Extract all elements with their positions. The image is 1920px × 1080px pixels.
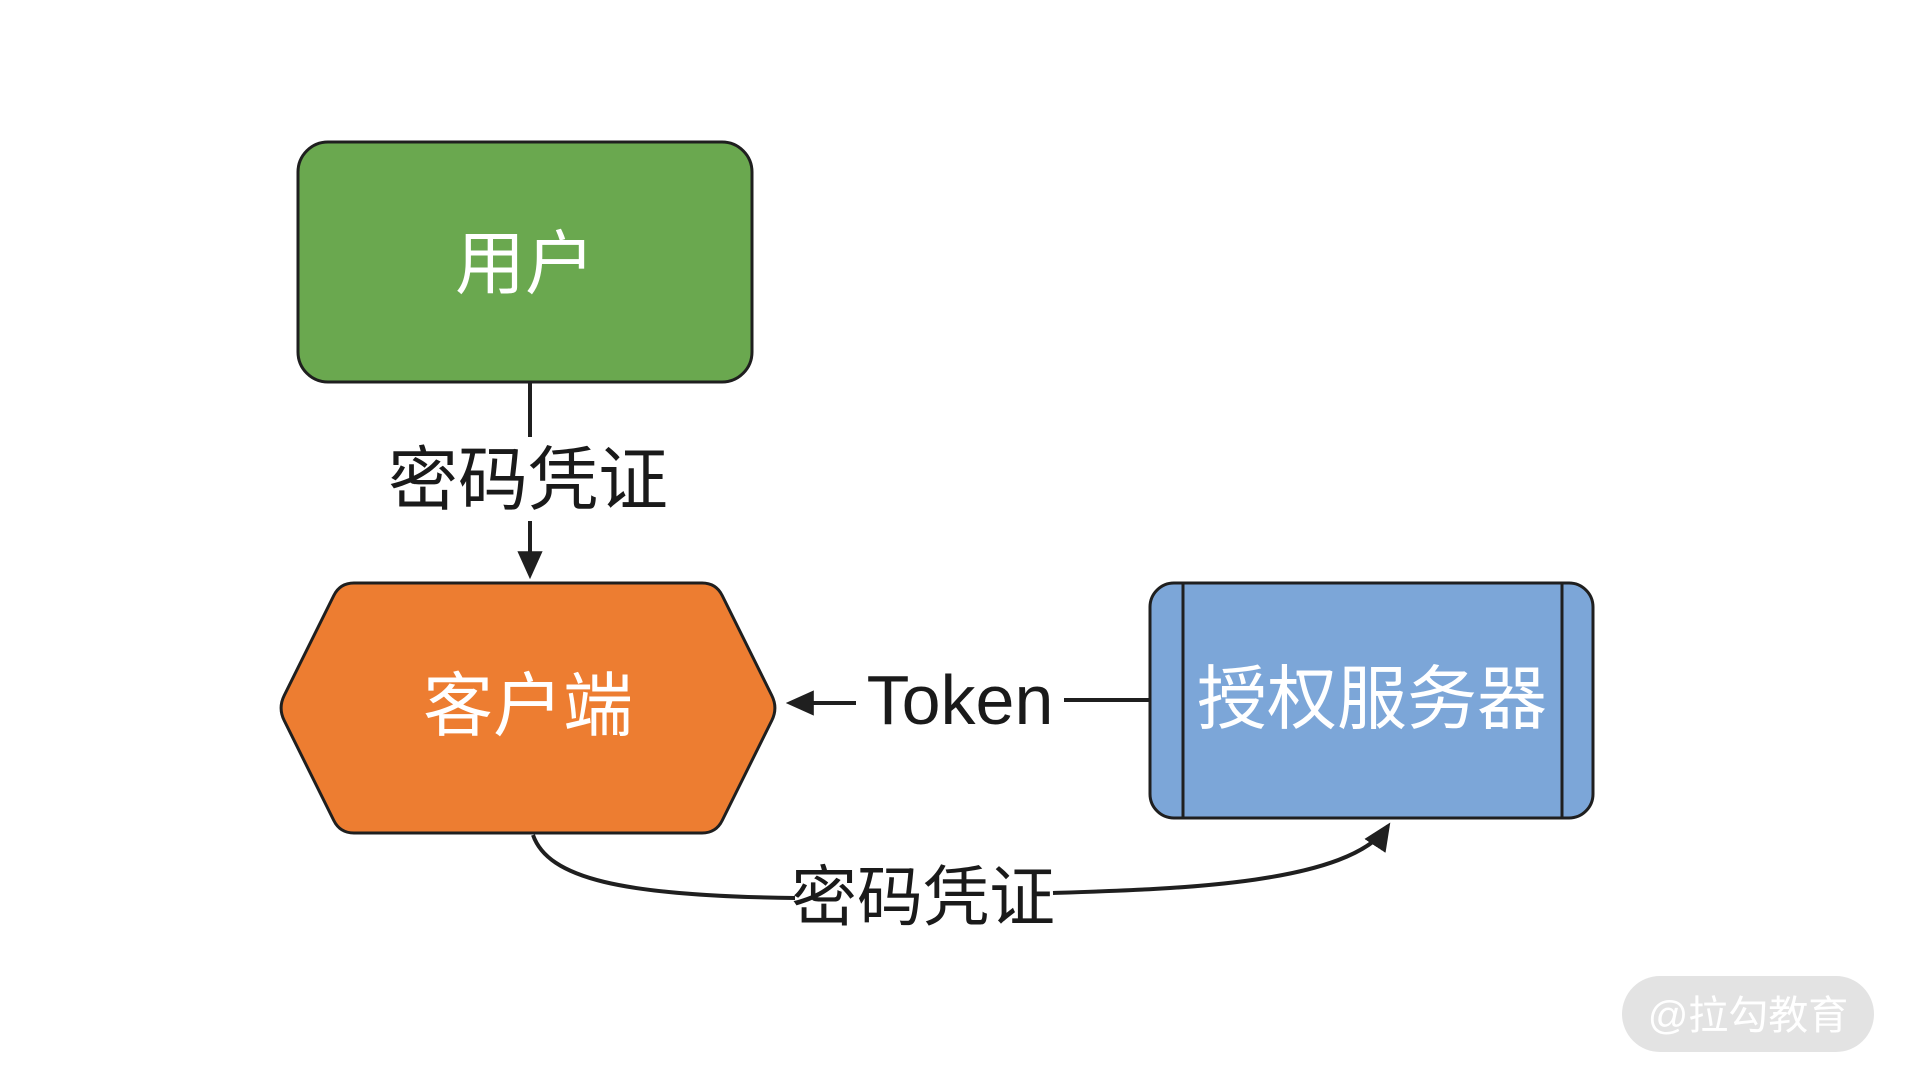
client-to-server-curve-left <box>531 834 796 900</box>
client-node-label: 客户端 <box>423 667 633 745</box>
user-to-client-edge-label: 密码凭证 <box>388 441 668 519</box>
server-to-client-edge-label: Token <box>867 661 1054 739</box>
client-to-server-arrow <box>1052 822 1391 895</box>
watermark-pill <box>1622 976 1874 1052</box>
user-node <box>296 140 754 384</box>
watermark-label: @拉勾教育 <box>1648 994 1849 1038</box>
client-node <box>279 581 777 835</box>
client-to-server-edge-label: 密码凭证 <box>791 860 1055 934</box>
auth-server-node-label: 授权服务器 <box>1197 660 1547 738</box>
user-node-label: 用户 <box>455 225 595 303</box>
